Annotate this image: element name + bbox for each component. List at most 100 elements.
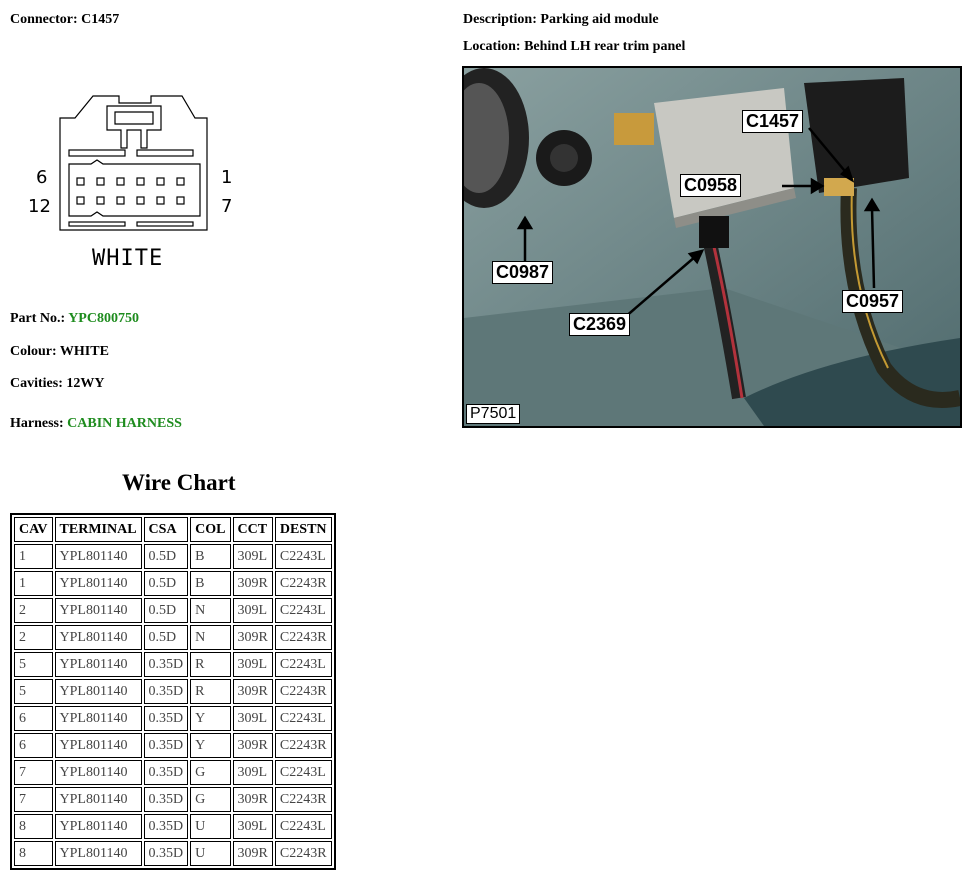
table-cell: U	[190, 841, 231, 866]
pin-7-label: 7	[221, 196, 233, 217]
pin-1-label: 1	[221, 167, 233, 188]
connector-id: C1457	[81, 12, 120, 27]
table-cell: YPL801140	[54, 598, 142, 623]
table-cell: G	[190, 787, 231, 812]
table-cell: Y	[190, 733, 231, 758]
table-cell: B	[190, 544, 231, 569]
table-cell: C2243R	[274, 787, 332, 812]
connector-face-diagram	[59, 95, 208, 231]
description-value: Parking aid module	[540, 12, 659, 27]
harness-row: Harness: CABIN HARNESS	[10, 416, 182, 432]
pin-6-label: 6	[36, 167, 48, 188]
table-cell: 7	[14, 760, 53, 785]
table-cell: YPL801140	[54, 841, 142, 866]
table-cell: 0.35D	[143, 787, 189, 812]
table-cell: 309L	[232, 814, 273, 839]
connector-label: Connector:	[10, 12, 78, 27]
callout-c2369: C2369	[569, 313, 631, 336]
column-header: CCT	[232, 517, 273, 542]
table-cell: 309R	[232, 571, 273, 596]
table-cell: 2	[14, 598, 53, 623]
cavities-value: 12WY	[66, 376, 105, 391]
table-cell: B	[190, 571, 231, 596]
table-cell: 6	[14, 733, 53, 758]
table-cell: 0.35D	[143, 814, 189, 839]
table-cell: YPL801140	[54, 706, 142, 731]
table-cell: 309L	[232, 760, 273, 785]
table-cell: N	[190, 598, 231, 623]
pin-12-label: 12	[28, 196, 51, 217]
table-cell: 8	[14, 841, 53, 866]
table-cell: 1	[14, 571, 53, 596]
table-cell: 309L	[232, 598, 273, 623]
location-label: Location:	[463, 39, 521, 54]
table-cell: 309R	[232, 841, 273, 866]
table-cell: YPL801140	[54, 544, 142, 569]
table-cell: C2243L	[274, 760, 332, 785]
harness-link[interactable]: CABIN HARNESS	[67, 416, 182, 431]
table-cell: 0.35D	[143, 679, 189, 704]
table-cell: C2243R	[274, 841, 332, 866]
table-cell: 0.5D	[143, 544, 189, 569]
table-cell: 6	[14, 706, 53, 731]
colour-value: WHITE	[59, 344, 109, 359]
table-cell: N	[190, 625, 231, 650]
photo-plate-label: P7501	[466, 404, 521, 424]
table-cell: YPL801140	[54, 625, 142, 650]
table-cell: C2243R	[274, 679, 332, 704]
location-heading: Location: Behind LH rear trim panel	[463, 39, 685, 55]
location-value: Behind LH rear trim panel	[524, 39, 686, 54]
table-cell: YPL801140	[54, 760, 142, 785]
table-cell: 309R	[232, 679, 273, 704]
table-cell: C2243R	[274, 625, 332, 650]
table-cell: C2243R	[274, 571, 332, 596]
table-cell: YPL801140	[54, 571, 142, 596]
cavities-label: Cavities:	[10, 376, 63, 391]
column-header: CAV	[14, 517, 53, 542]
table-cell: Y	[190, 706, 231, 731]
table-cell: YPL801140	[54, 733, 142, 758]
table-cell: 0.35D	[143, 706, 189, 731]
table-cell: 309L	[232, 706, 273, 731]
table-cell: C2243L	[274, 814, 332, 839]
table-cell: C2243L	[274, 652, 332, 677]
connector-heading: Connector: C1457	[10, 12, 119, 28]
colour-label: Colour:	[10, 344, 57, 359]
wire-chart-title: Wire Chart	[122, 470, 236, 495]
callout-c0958: C0958	[680, 174, 742, 197]
column-header: COL	[190, 517, 231, 542]
location-photo: C1457 C0958 C0987 C2369 C0957 P7501	[462, 66, 962, 428]
table-cell: U	[190, 814, 231, 839]
table-cell: YPL801140	[54, 679, 142, 704]
table-cell: 309R	[232, 625, 273, 650]
callout-c0987: C0987	[492, 261, 554, 284]
table-cell: 0.5D	[143, 571, 189, 596]
table-cell: 7	[14, 787, 53, 812]
table-cell: 1	[14, 544, 53, 569]
callout-c1457: C1457	[742, 110, 804, 133]
table-cell: R	[190, 652, 231, 677]
table-cell: 2	[14, 625, 53, 650]
table-cell: G	[190, 760, 231, 785]
column-header: DESTN	[274, 517, 332, 542]
table-cell: 0.5D	[143, 625, 189, 650]
photo-illustration	[464, 68, 960, 426]
description-label: Description:	[463, 12, 537, 27]
table-cell: R	[190, 679, 231, 704]
column-header: TERMINAL	[54, 517, 142, 542]
harness-label: Harness:	[10, 416, 64, 431]
part-number-link[interactable]: YPC800750	[68, 311, 139, 326]
table-cell: 309R	[232, 733, 273, 758]
